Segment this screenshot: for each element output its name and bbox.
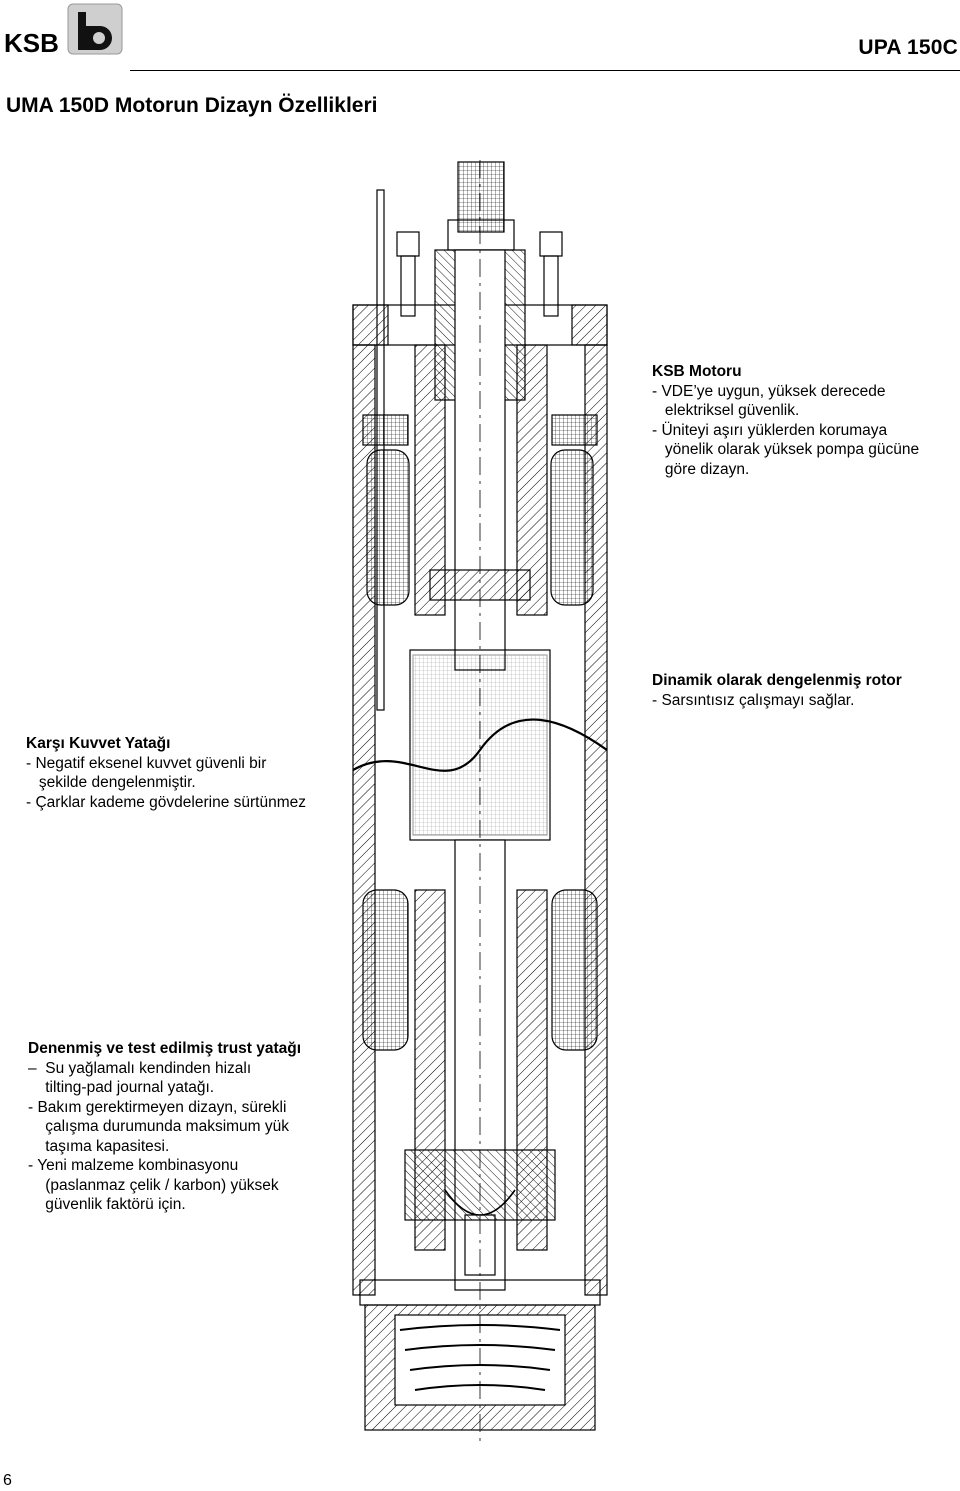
ksb-motor-line: - VDE’ye uygun, yüksek derecede [652,382,886,400]
trust-yatagi-line: – Su yağlamalı kendinden hizalı [28,1059,252,1077]
trust-yatagi-line: - Bakım gerektirmeyen dizayn, sürekli [28,1098,287,1116]
trust-yatagi-line: tilting-pad journal yatağı. [28,1079,215,1096]
trust-yatagi-note: Denenmiş ve test edilmiş trust yatağı – … [28,1039,301,1215]
trust-yatagi-title: Denenmiş ve test edilmiş trust yatağı [28,1040,302,1057]
header-rule [130,70,960,71]
karsi-kuvvet-line: - Çarklar kademe gövdelerine sürtünmez [26,793,306,811]
product-code: UPA 150C [858,36,958,59]
ksb-motor-line: - Üniteyi aşırı yüklerden korumaya [652,421,888,439]
trust-yatagi-line: - Yeni malzeme kombinasyonu [28,1157,239,1174]
page-title: UMA 150D Motorun Dizayn Özellikleri [6,94,378,117]
ksb-motor-note: KSB Motoru - VDE’ye uygun, yüksek derece… [652,362,919,479]
trust-yatagi-line: güvenlik faktörü için. [28,1196,186,1213]
karsi-kuvvet-note: Karşı Kuvvet Yatağı - Negatif eksenel ku… [26,734,306,812]
karsi-kuvvet-line: şekilde dengelenmiştir. [26,774,196,791]
ksb-motor-line: göre dizayn. [652,460,750,478]
ksb-logo: KSB [4,2,124,58]
karsi-kuvvet-line: - Negatif eksenel kuvvet güvenli bir [26,754,267,772]
ksb-motor-title: KSB Motoru [652,363,742,380]
rotor-note: Dinamik olarak dengelenmiş rotor - Sarsı… [652,671,902,710]
karsi-kuvvet-title: Karşı Kuvvet Yatağı [26,735,171,752]
motor-cross-section-drawing [352,160,608,1445]
ksb-motor-line: elektriksel güvenlik. [652,402,800,419]
trust-yatagi-line: çalışma durumunda maksimum yük [28,1118,290,1135]
rotor-line: - Sarsıntısız çalışmayı sağlar. [652,691,855,709]
trust-yatagi-line: taşıma kapasitesi. [28,1137,170,1155]
logo-text: KSB [4,28,59,56]
rotor-title: Dinamik olarak dengelenmiş rotor [652,672,902,689]
page-number: 6 [3,1472,12,1489]
trust-yatagi-line: (paslanmaz çelik / karbon) yüksek [28,1176,279,1194]
ksb-motor-line: yönelik olarak yüksek pompa gücüne [652,441,920,458]
